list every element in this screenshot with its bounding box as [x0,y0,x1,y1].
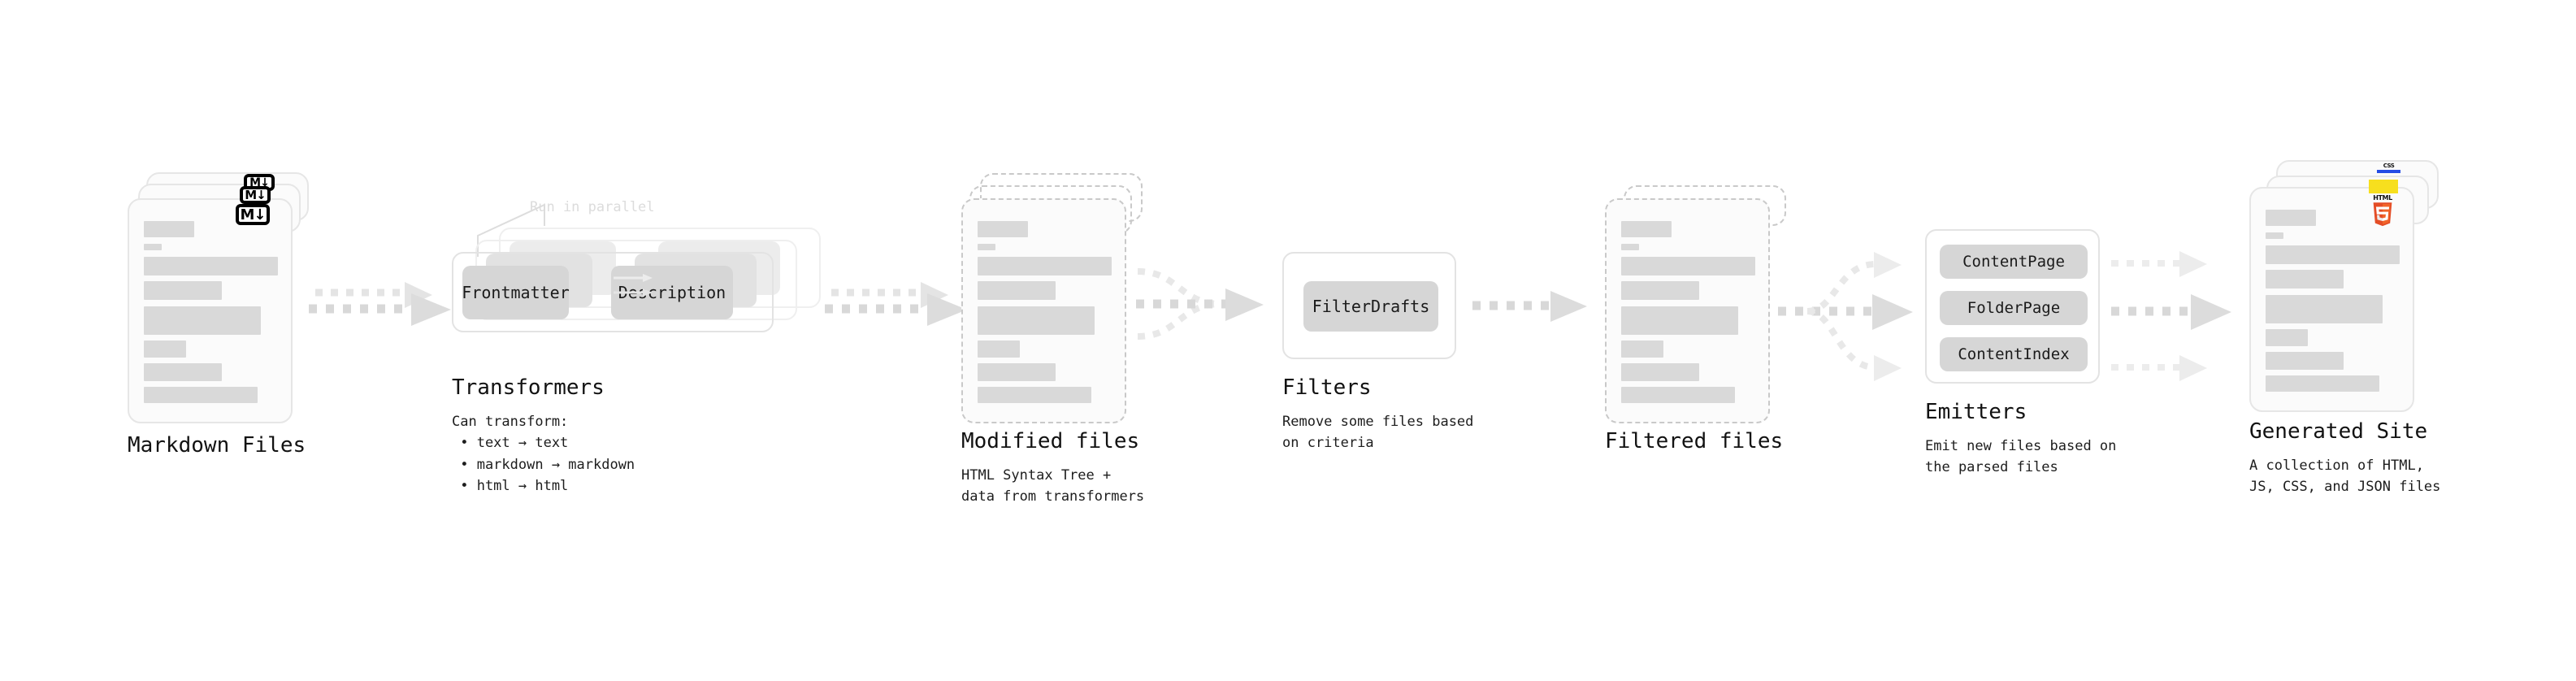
stage-subtitle-generated-site: A collection of HTML, JS, CSS, and JSON … [2249,458,2441,496]
flow-arrow-filters-to-filtered [1472,291,1587,322]
stage-title-markdown-files: Markdown Files [128,433,306,458]
html5-icon-toplabel: HTML [2373,194,2392,202]
text-bar [1621,221,1672,237]
text-bar [144,387,258,403]
text-bar [978,387,1091,403]
text-bar [1621,244,1639,250]
flow-arrow-filtered-to-emitters [1778,252,1913,381]
css3-icon: CSS [2377,163,2400,173]
text-bar [144,340,186,358]
transformer-box-front: Frontmatter Description [452,252,774,332]
text-bar [144,221,194,237]
text-bar [1621,257,1755,275]
transformer-node-frontmatter[interactable]: Frontmatter [462,266,570,319]
emitter-node-contentindex[interactable]: ContentIndex [1940,337,2088,371]
html5-icon: HTML [2369,194,2396,227]
text-bar [1621,387,1735,403]
text-bar [2266,232,2283,239]
modified-file-card-front [961,198,1126,423]
text-bar [978,281,1056,300]
emitter-node-contentpage[interactable]: ContentPage [1940,245,2088,279]
text-bar [144,306,261,335]
filter-node-filterdrafts[interactable]: FilterDrafts [1303,281,1438,332]
filters-box: FilterDrafts [1282,252,1456,359]
text-bar [978,244,995,250]
text-bar [1621,363,1699,381]
text-bar [144,244,162,250]
text-bar [2266,245,2400,264]
stage-subtitle-filters: Remove some files based on criteria [1282,414,1474,452]
text-bar [2266,329,2308,346]
flow-arrow-modified-to-filters [1136,268,1264,340]
emitter-node-folderpage[interactable]: FolderPage [1940,291,2088,325]
flow-arrow-markdown-to-transformers [309,282,451,326]
text-bar [978,221,1028,237]
text-bar [144,363,222,381]
text-bar [1621,281,1699,300]
flow-arrow-emitters-to-site [2111,251,2231,381]
site-file-card-html [2249,187,2414,412]
filtered-file-card-front [1605,198,1770,423]
flow-arrow-transformers-to-modified [825,282,967,326]
transformer-internal-arrows [614,274,653,312]
text-bar [978,257,1112,275]
stage-title-transformers: Transformers [452,375,605,400]
parallel-hint-label: Run in parallel [530,199,655,215]
text-bar [144,281,222,300]
stage-title-emitters: Emitters [1925,400,2027,424]
text-bar [978,340,1020,358]
text-bar [2266,352,2344,370]
js-icon [2369,180,2398,193]
stage-title-filters: Filters [1282,375,1372,400]
markdown-file-card-front [128,198,293,423]
markdown-icon-mid: M↓ [240,186,271,204]
text-bar [2266,270,2344,288]
stage-subtitle-modified-files: HTML Syntax Tree + data from transformer… [961,467,1145,505]
css3-icon-label: CSS [2383,163,2395,169]
text-bar [2266,295,2383,323]
emitters-box: ContentPage FolderPage ContentIndex [1925,229,2100,384]
stage-subtitle-transformers: Can transform: • text → text • markdown … [452,414,635,495]
stage-title-generated-site: Generated Site [2249,419,2428,444]
text-bar [1621,340,1663,358]
text-bar [978,306,1095,335]
text-bar [2266,375,2379,392]
stage-title-filtered-files: Filtered files [1605,429,1784,453]
text-bar [144,257,278,275]
text-bar [978,363,1056,381]
stage-title-modified-files: Modified files [961,429,1140,453]
stage-subtitle-emitters: Emit new files based on the parsed files [1925,438,2117,476]
text-bar [2266,210,2316,226]
text-bar [1621,306,1738,335]
markdown-icon-front: M↓ [236,204,270,225]
